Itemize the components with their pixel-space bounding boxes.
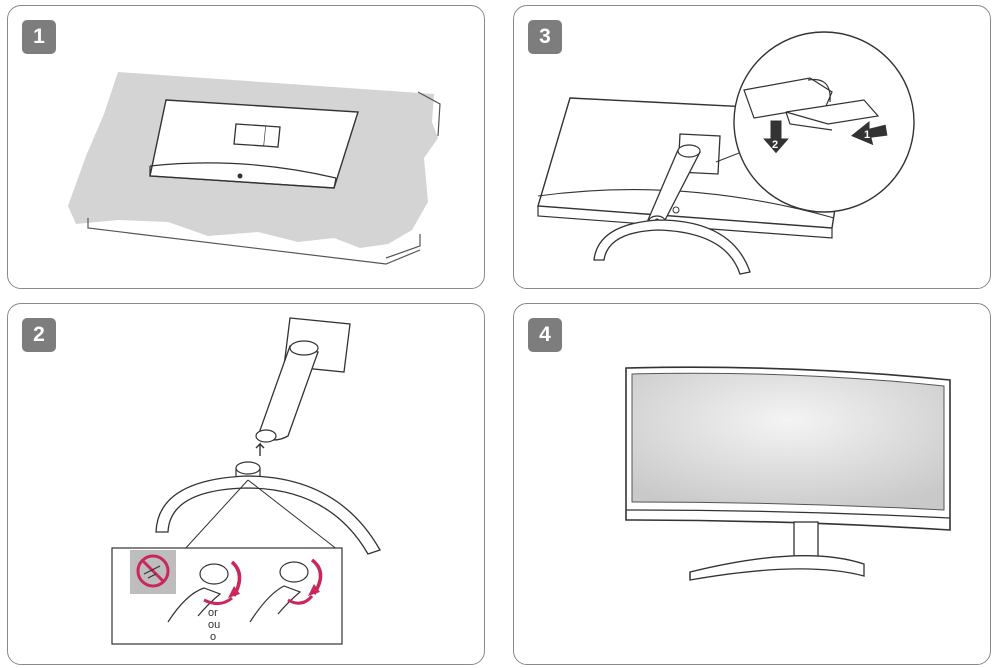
step-2-illustration: or ou o <box>111 317 381 645</box>
step-panel-4: 4 <box>513 303 991 665</box>
or-label: or <box>208 607 218 619</box>
arrow-label-1: 1 <box>864 129 870 141</box>
step-3-illustration: 2 1 <box>537 31 915 275</box>
table-edge <box>87 91 441 265</box>
step-1-illustration <box>68 72 441 265</box>
stand-neck <box>257 345 319 441</box>
step-panel-2: 2 or ou <box>7 303 485 665</box>
stand-base <box>689 555 865 581</box>
step-badge-2: 2 <box>22 318 56 352</box>
step-panel-1: 1 <box>7 5 485 289</box>
or-label: o <box>210 631 216 643</box>
step-4-illustration <box>625 366 951 581</box>
arrow-left-icon <box>849 118 889 147</box>
step-badge-1: 1 <box>22 20 56 54</box>
step-badge-3: 3 <box>528 20 562 54</box>
stand-base <box>593 219 751 275</box>
step-badge-4: 4 <box>528 318 562 352</box>
monitor-screen <box>631 372 945 511</box>
stand-neck <box>793 521 819 561</box>
step-panel-3: 3 2 1 <box>513 5 991 289</box>
stand-mount <box>233 123 267 147</box>
stand-base <box>155 475 381 555</box>
prohibited-icon <box>136 554 170 588</box>
arrow-down-icon <box>760 119 792 155</box>
arrow-label-2: 2 <box>772 139 778 151</box>
or-label: ou <box>208 619 220 631</box>
